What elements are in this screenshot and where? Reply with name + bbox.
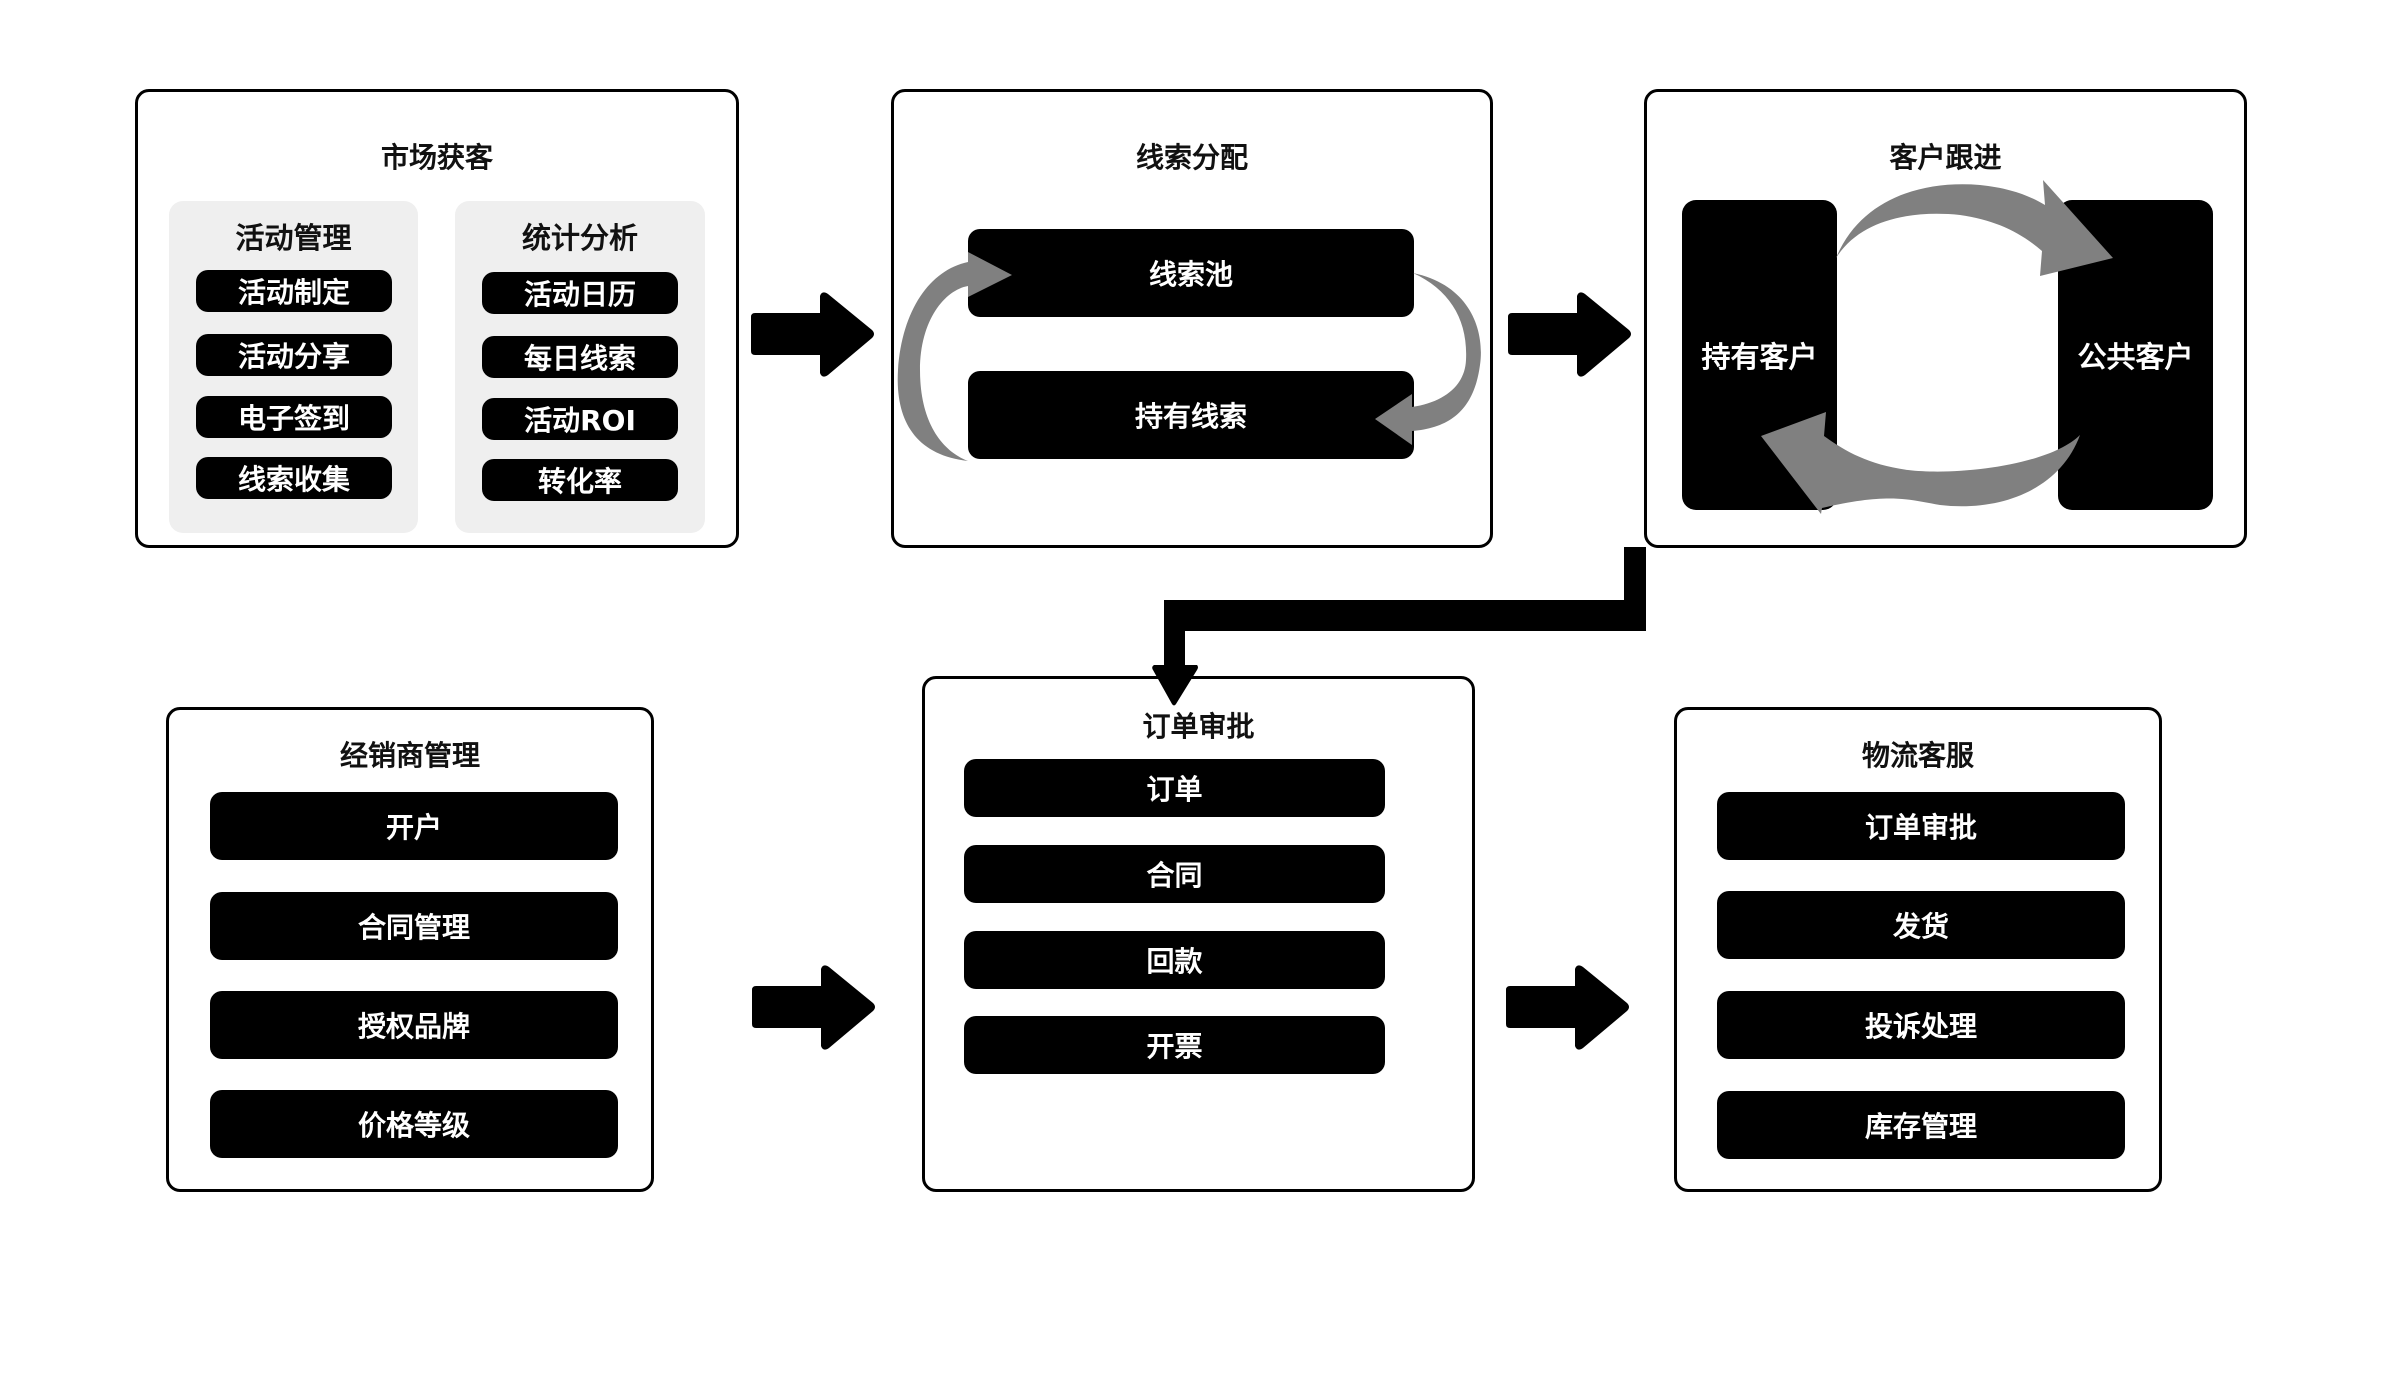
item-payment-collection[interactable]: 回款 <box>964 931 1385 989</box>
item-order[interactable]: 订单 <box>964 759 1385 817</box>
right-arrow-icon <box>751 292 874 377</box>
item-activity-calendar[interactable]: 活动日历 <box>482 272 678 314</box>
item-activity-share[interactable]: 活动分享 <box>196 334 392 376</box>
item-lead-pool[interactable]: 线索池 <box>968 229 1414 317</box>
stage-lead-allocation: 线索分配 线索池 持有线索 <box>891 89 1493 548</box>
right-arrow-icon <box>1506 965 1629 1050</box>
item-inventory-management[interactable]: 库存管理 <box>1717 1091 2125 1159</box>
stage-customer-followup: 客户跟进 持有客户 公共客户 <box>1644 89 2247 548</box>
panel-title: 统计分析 <box>521 221 638 255</box>
item-e-signin[interactable]: 电子签到 <box>196 396 392 438</box>
item-conversion-rate[interactable]: 转化率 <box>482 459 678 501</box>
right-arrow-icon <box>1508 292 1631 377</box>
item-activity-roi[interactable]: 活动ROI <box>482 398 678 440</box>
item-activity-create[interactable]: 活动制定 <box>196 270 392 312</box>
stage-title: 线索分配 <box>1135 141 1248 174</box>
item-contract[interactable]: 合同 <box>964 845 1385 903</box>
item-public-customers[interactable]: 公共客户 <box>2058 200 2213 510</box>
item-held-leads[interactable]: 持有线索 <box>968 371 1414 459</box>
stage-title: 订单审批 <box>1142 710 1255 743</box>
stage-title: 市场获客 <box>380 141 493 174</box>
item-order-approval[interactable]: 订单审批 <box>1717 792 2125 860</box>
item-shipping[interactable]: 发货 <box>1717 891 2125 959</box>
panel-statistics: 统计分析 活动日历 每日线索 活动ROI 转化率 <box>455 201 705 533</box>
right-arrow-icon <box>752 965 875 1050</box>
item-lead-collection[interactable]: 线索收集 <box>196 457 392 499</box>
panel-title: 活动管理 <box>235 221 352 255</box>
stage-market-acquisition: 市场获客 活动管理 活动制定 活动分享 电子签到 线索收集 统计分析 活动日历 … <box>135 89 739 548</box>
stage-title: 物流客服 <box>1861 739 1974 772</box>
stage-title: 经销商管理 <box>339 739 480 772</box>
item-daily-leads[interactable]: 每日线索 <box>482 336 678 378</box>
item-complaint-handling[interactable]: 投诉处理 <box>1717 991 2125 1059</box>
stage-order-approval: 订单审批 订单 合同 回款 开票 <box>922 676 1475 1192</box>
stage-dealer-management: 经销商管理 开户 合同管理 授权品牌 价格等级 <box>166 707 654 1192</box>
item-held-customers[interactable]: 持有客户 <box>1682 200 1837 510</box>
stage-title: 客户跟进 <box>1889 141 2002 174</box>
item-invoicing[interactable]: 开票 <box>964 1016 1385 1074</box>
item-open-account[interactable]: 开户 <box>210 792 618 860</box>
item-price-levels[interactable]: 价格等级 <box>210 1090 618 1158</box>
item-contract-management[interactable]: 合同管理 <box>210 892 618 960</box>
panel-activity-management: 活动管理 活动制定 活动分享 电子签到 线索收集 <box>169 201 418 533</box>
item-authorized-brands[interactable]: 授权品牌 <box>210 991 618 1059</box>
stage-logistics-service: 物流客服 订单审批 发货 投诉处理 库存管理 <box>1674 707 2162 1192</box>
